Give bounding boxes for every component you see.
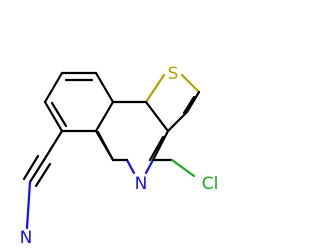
bond-c9a-c9 bbox=[94, 71, 115, 104]
bond-cn-triple-3 bbox=[34, 162, 52, 188]
bond-c2-c3 bbox=[185, 90, 201, 114]
structure-canvas: S N Cl N bbox=[19, 64, 219, 248]
bond-layer bbox=[22, 71, 201, 230]
bond-c3a-c9b bbox=[144, 100, 170, 133]
bond-c3-c3a bbox=[166, 110, 189, 133]
bond-s-c2 bbox=[180, 73, 201, 94]
bond-c3a-c4-double bbox=[148, 135, 165, 162]
bond-cn-n bbox=[25, 180, 32, 230]
bond-c4-n-a bbox=[144, 158, 155, 175]
bond-cn-triple-2 bbox=[22, 154, 40, 181]
atom-sulfur: S bbox=[168, 64, 179, 84]
bond-c9a-c5a bbox=[94, 100, 115, 133]
bond-c5a-c9a-inner bbox=[96, 130, 115, 162]
bond-n-c5a bbox=[125, 158, 136, 175]
bond-c7-c6-double bbox=[50, 101, 68, 128]
bond-c3a-c4 bbox=[151, 129, 170, 162]
atom-nitrogen-ring: N bbox=[135, 174, 148, 194]
bond-cn-triple-1 bbox=[28, 158, 46, 184]
bond-s-c9b bbox=[144, 73, 166, 104]
bond-c8-c7 bbox=[43, 71, 64, 104]
bond-c4-cl-b bbox=[170, 158, 196, 178]
bond-c6-cn bbox=[42, 129, 64, 162]
bond-c7-c6 bbox=[43, 100, 64, 133]
bond-c2-c3-double bbox=[182, 95, 196, 115]
atom-chlorine: Cl bbox=[202, 174, 219, 194]
atom-nitrogen-nitrile: N bbox=[20, 228, 33, 248]
molecule-structure: S N Cl N bbox=[20, 64, 219, 248]
